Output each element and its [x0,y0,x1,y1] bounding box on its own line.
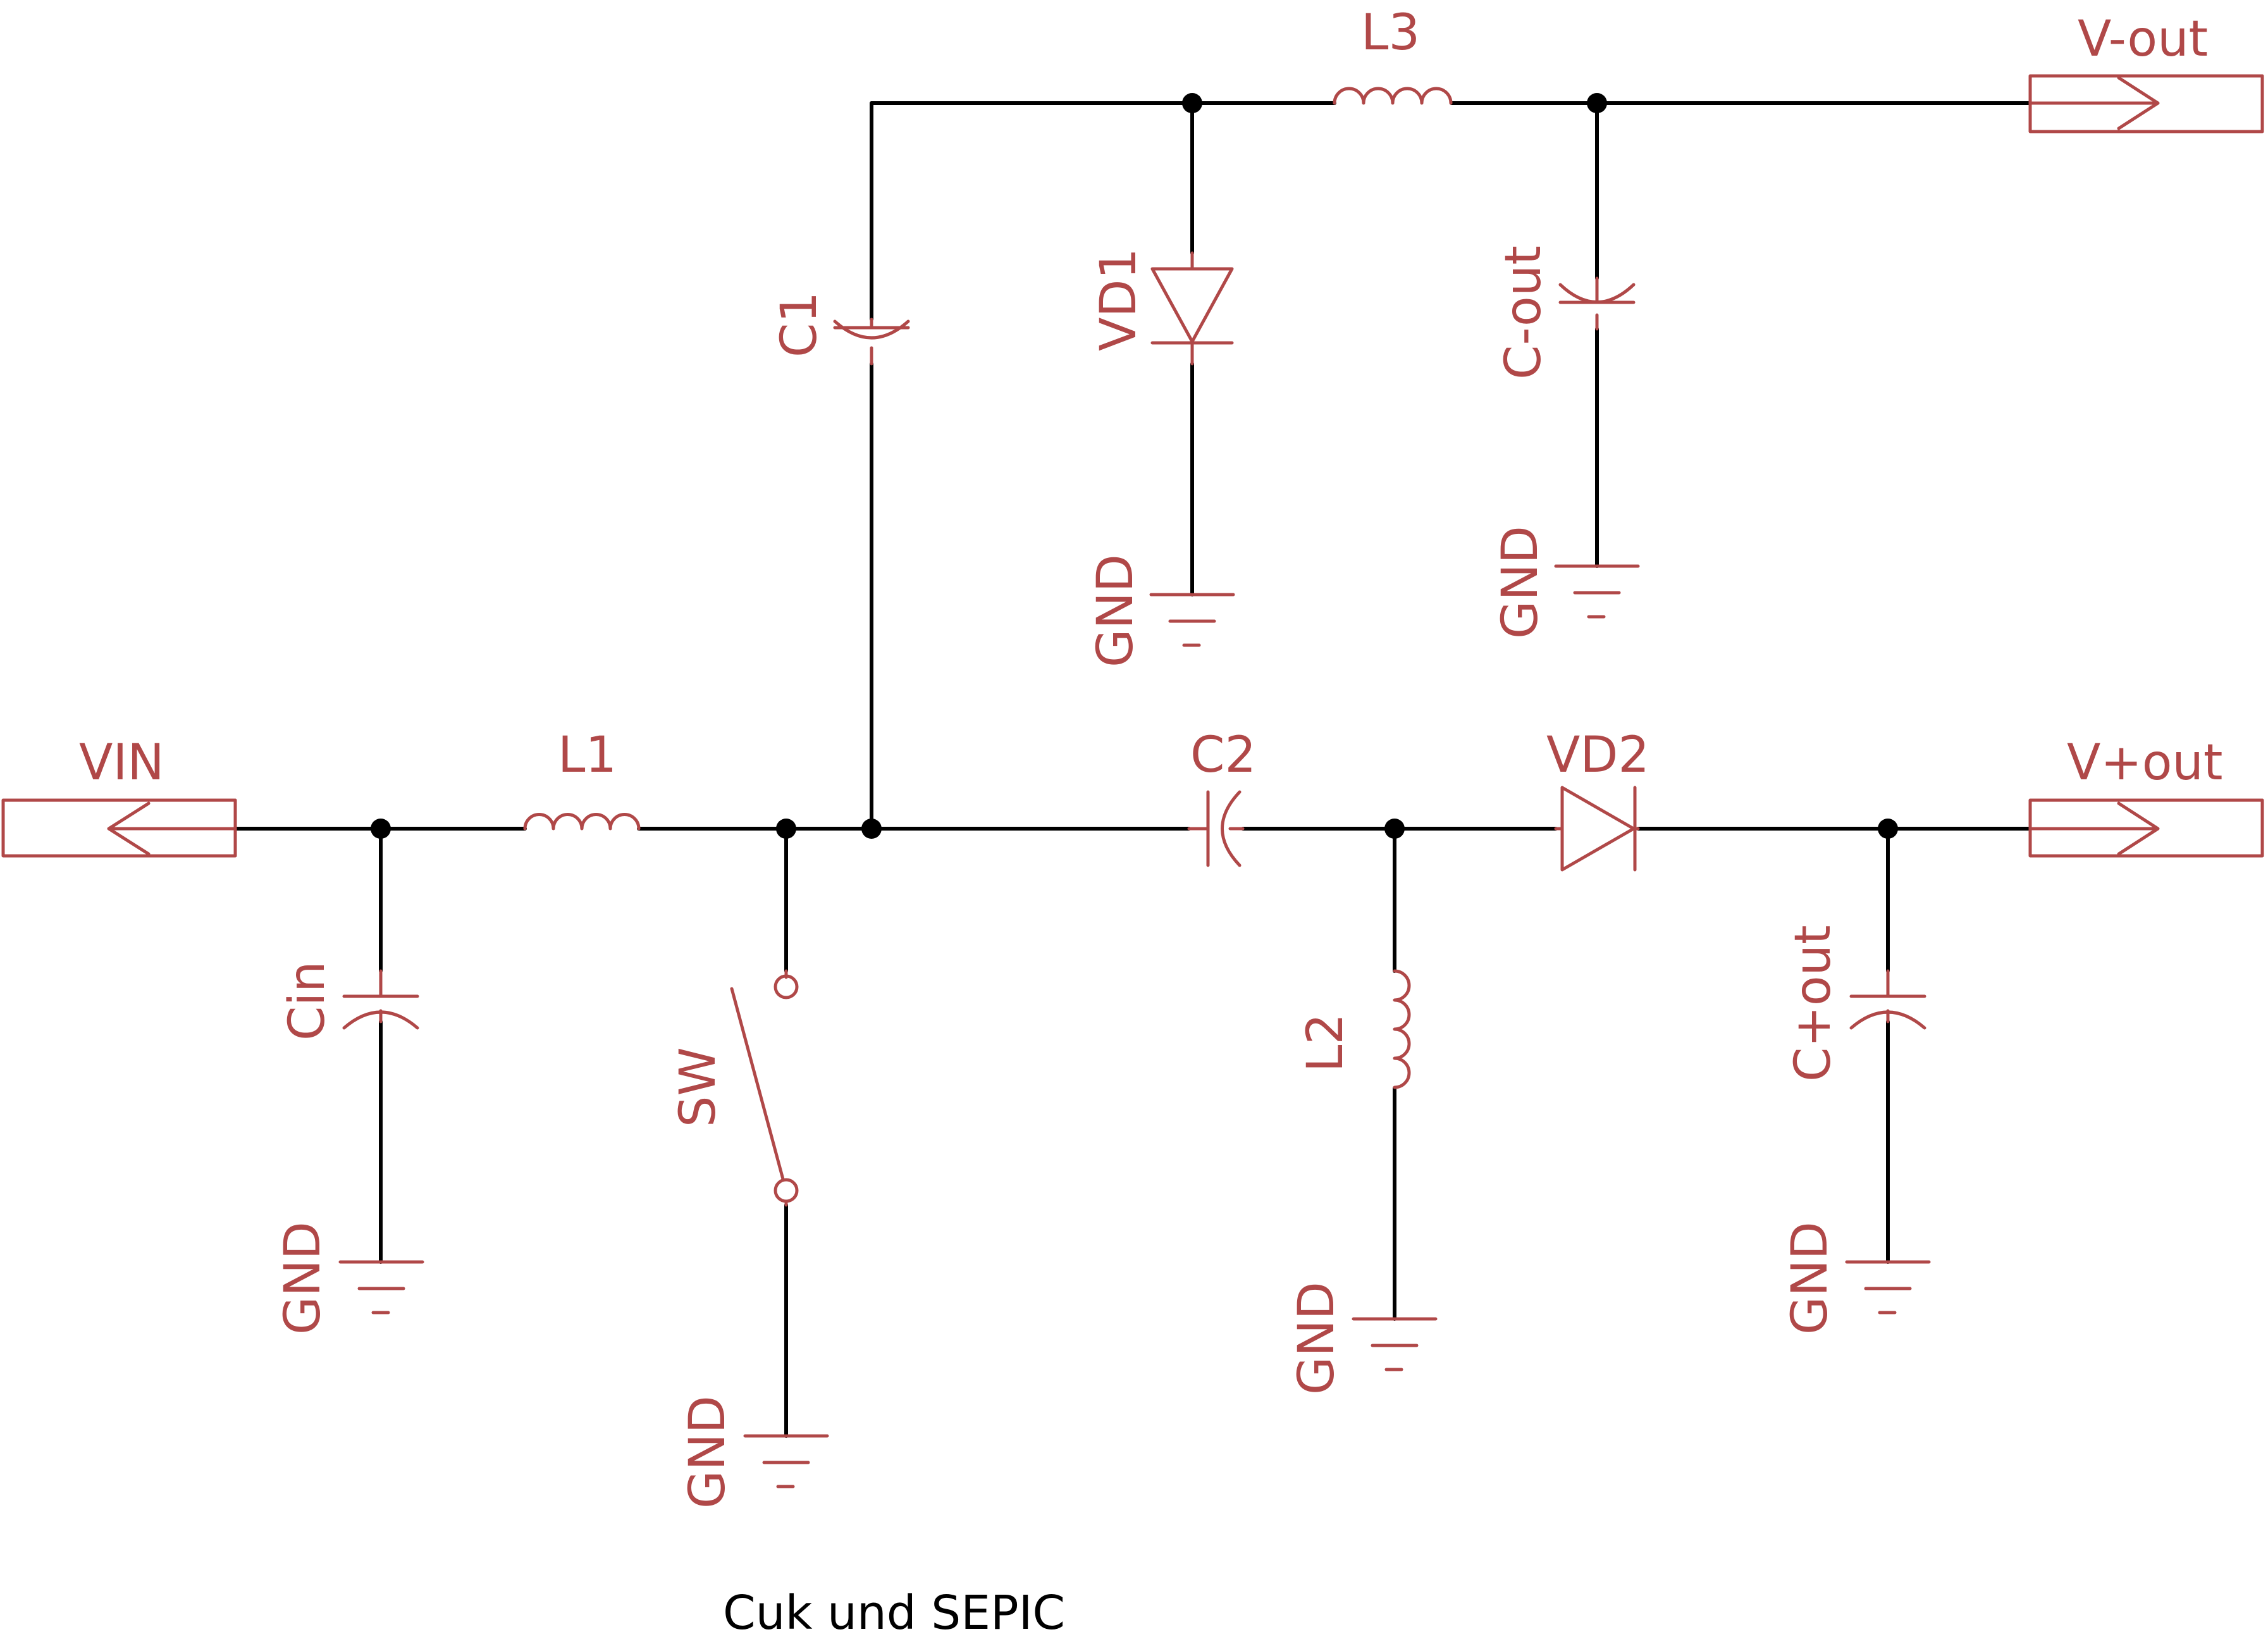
port-vout-neg-label: V-out [2078,11,2208,68]
inductor-l3-label: L3 [1361,4,1420,61]
port-vout-pos: V+out [2028,734,2264,858]
wires [233,101,2032,1438]
diode-vd1: VD1 [1090,248,1234,366]
diode-vd1-label: VD1 [1090,248,1147,351]
port-vin-label: VIN [79,734,164,791]
ground-cout-neg: GND [1492,526,1640,639]
capacitor-cout-pos-label: C+out [1785,925,1842,1082]
junction-cin [371,819,391,839]
junction-c1 [861,819,882,839]
inductor-l1: L1 [523,727,641,831]
capacitor-cout-neg-label: C-out [1495,245,1552,380]
capacitor-cout-neg: C-out [1495,245,1636,380]
inductor-l3: L3 [1333,4,1453,105]
inductor-l2-label: L2 [1297,1013,1354,1072]
junction-vd1 [1182,93,1202,113]
ground-cin: GND [274,1221,424,1335]
switch-sw: SW [670,969,799,1207]
ground-l2: GND [1288,1282,1438,1395]
ground-sw-label: GND [679,1395,736,1509]
inductor-l2: L2 [1297,969,1411,1089]
diode-vd2: VD2 [1546,727,1649,872]
switch-sw-label: SW [670,1047,727,1127]
junction-sw [776,819,796,839]
ground-cout-pos: GND [1782,1221,1931,1335]
capacitor-cout-pos: C+out [1785,925,1926,1082]
capacitor-cin: Cin [279,961,419,1041]
ground-vd1-label: GND [1087,554,1144,667]
capacitor-c2: C2 [1187,727,1256,867]
junction-l2 [1384,819,1405,839]
capacitor-c1: C1 [771,292,910,366]
port-vout-pos-label: V+out [2067,734,2222,791]
ground-vd1: GND [1087,554,1235,667]
inductor-l1-label: L1 [558,727,617,784]
port-vout-neg: V-out [2028,11,2264,133]
port-vin: VIN [1,734,237,858]
diagram-title: Cuk und SEPIC [723,1586,1065,1640]
ground-sw: GND [679,1395,829,1509]
ground-cout-pos-label: GND [1782,1221,1839,1335]
ground-cout-neg-label: GND [1492,526,1549,639]
capacitor-c2-label: C2 [1190,727,1256,784]
ground-cin-label: GND [274,1221,331,1335]
capacitor-cin-label: Cin [279,961,336,1041]
junction-cout-pos [1878,819,1898,839]
diode-vd2-label: VD2 [1546,727,1649,784]
capacitor-c1-label: C1 [771,292,828,357]
junction-cout-neg [1587,93,1607,113]
junctions [371,93,1898,839]
ground-l2-label: GND [1288,1282,1345,1395]
